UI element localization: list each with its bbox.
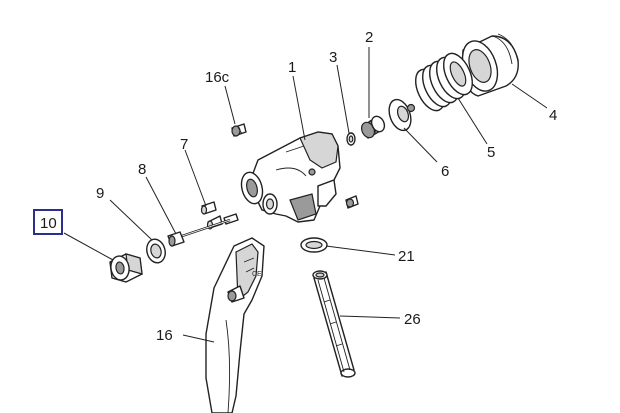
part-16-trigger[interactable]: CE (205, 237, 265, 413)
callout-16c[interactable]: 16c (205, 69, 230, 86)
part-1-gun-body[interactable] (238, 131, 341, 223)
callout-6[interactable]: 6 (441, 163, 449, 180)
callout-2[interactable]: 2 (365, 29, 373, 46)
callout-3[interactable]: 3 (329, 49, 337, 66)
svg-text:CE: CE (252, 271, 262, 278)
part-6-valve-disc[interactable] (385, 97, 416, 134)
callout-10[interactable]: 10 (40, 215, 57, 232)
part-3-o-ring[interactable] (346, 132, 356, 146)
leader-lines (63, 47, 548, 343)
part-21-gasket[interactable] (300, 237, 328, 253)
part-10-packing-nut[interactable] (109, 253, 143, 283)
part-26-filter[interactable] (312, 270, 356, 378)
callout-21[interactable]: 21 (398, 248, 415, 265)
part-7-pins[interactable] (200, 201, 239, 230)
callout-10-selected[interactable]: 10 (33, 209, 63, 235)
callout-16[interactable]: 16 (156, 327, 173, 344)
part-2-valve-stem[interactable] (359, 114, 387, 140)
part-9-seal-ring[interactable] (144, 237, 168, 265)
callout-labels: 1 2 3 4 5 6 7 8 9 16c 16 21 26 10 (33, 29, 557, 344)
part-16c-screw[interactable] (231, 123, 247, 137)
callout-7[interactable]: 7 (180, 136, 188, 153)
callout-26[interactable]: 26 (404, 311, 421, 328)
part-8-needle[interactable] (167, 218, 231, 247)
callout-9[interactable]: 9 (96, 185, 104, 202)
callout-8[interactable]: 8 (138, 161, 146, 178)
callout-4[interactable]: 4 (549, 107, 557, 124)
callout-5[interactable]: 5 (487, 144, 495, 161)
body-set-screw[interactable] (345, 195, 359, 209)
selection-highlight-box (33, 209, 63, 235)
part-5-spring[interactable] (410, 49, 478, 115)
callout-1[interactable]: 1 (288, 59, 296, 76)
